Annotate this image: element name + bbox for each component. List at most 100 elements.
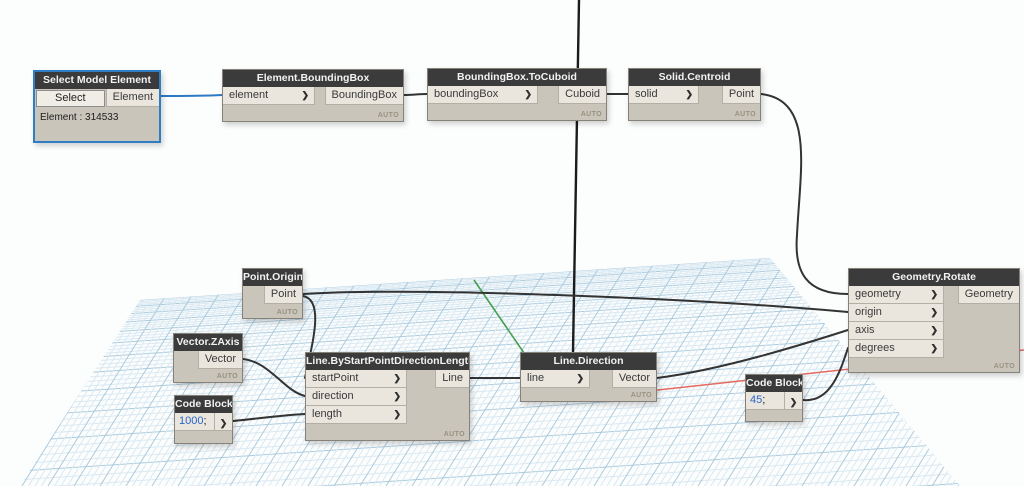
lacing-auto-label: AUTO [993,363,1015,370]
port-columns: line❯ Vector [521,370,656,388]
output-port-vector[interactable]: Vector [611,370,656,388]
node-title[interactable]: Line.ByStartPointDirectionLength [306,353,469,370]
code-input[interactable]: 45; [746,392,785,410]
wire-line-direction-to-geometry-rotate[interactable] [656,329,849,379]
wire-solid-centroid-to-geometry-rotate[interactable] [760,93,849,295]
port-chevron-icon: ❯ [524,89,532,99]
port-chevron-icon: ❯ [301,90,309,100]
node-title[interactable]: Element.BoundingBox [223,70,403,87]
code-suffix: ; [203,415,207,427]
input-port-label: length [312,408,342,420]
wire-point-origin-to-geometry-rotate[interactable] [302,290,849,313]
wire-element-boundingbox-to-boundingbox-tocuboid[interactable] [403,93,428,96]
node-title[interactable]: Geometry.Rotate [849,269,1019,286]
port-columns: element❯ BoundingBox [223,87,403,105]
outputs-column: Vector [197,351,242,369]
lacing-auto-label: AUTO [734,111,756,118]
input-port-length[interactable]: length ❯ [306,406,407,424]
lacing-auto-label: AUTO [377,112,399,119]
output-port-vector[interactable]: Vector [197,351,242,369]
port-columns: startPoint❯direction❯ length ❯ Line [306,370,469,424]
input-port-line[interactable]: line❯ [521,370,590,388]
node-title[interactable]: Point.Origin [243,269,302,286]
wire-select-model-element-to-element-boundingbox[interactable] [160,94,223,97]
node-title[interactable]: Solid.Centroid [629,69,760,86]
node-body: 1000; ❯ [175,413,232,443]
input-port-label: geometry [855,288,901,300]
node-body: 45;❯ [746,392,802,421]
input-port-solid[interactable]: solid❯ [629,86,699,104]
input-port-label: axis [855,324,875,336]
node-title[interactable]: Code Block [746,375,802,392]
input-port-startpoint[interactable]: startPoint❯ [306,370,407,388]
inputs-column: startPoint❯direction❯ length ❯ [306,370,407,424]
output-port->[interactable]: ❯ [215,413,232,431]
lacing-auto-label: AUTO [630,392,652,399]
outputs-column: Geometry [957,286,1019,304]
port-columns: boundingBox❯ Cuboid [428,86,606,104]
input-port-element[interactable]: element❯ [223,87,315,105]
select-button[interactable]: Select [36,90,105,107]
code-input[interactable]: 1000; [175,413,215,431]
code-row: 1000; ❯ [175,413,232,431]
node-title[interactable]: BoundingBox.ToCuboid [428,69,606,86]
port-chevron-icon: ❯ [219,418,228,428]
output-port-boundingbox[interactable]: BoundingBox [324,87,403,105]
output-port-point[interactable]: Point [721,86,760,104]
code-row: 45;❯ [746,392,802,410]
output-port-element[interactable]: Element [105,89,159,107]
input-port-label: degrees [855,342,895,354]
input-port-axis[interactable]: axis❯ [849,322,944,340]
input-port-direction[interactable]: direction❯ [306,388,407,406]
node-title[interactable]: Code Block [175,396,232,413]
input-port-label: line [527,372,545,384]
input-port-origin[interactable]: origin❯ [849,304,944,322]
lacing-auto-label: AUTO [580,111,602,118]
node-title[interactable]: Line.Direction [521,353,656,370]
outputs-column: Line [435,370,469,388]
output-port-line[interactable]: Line [435,370,469,388]
output-port-geometry[interactable]: Geometry [957,286,1019,304]
port-chevron-icon: ❯ [393,409,401,419]
input-port-degrees[interactable]: degrees ❯ [849,340,944,358]
port-chevron-icon: ❯ [930,343,938,353]
output-port-point[interactable]: Point [263,286,302,304]
input-port-label: direction [312,390,354,402]
node-title[interactable]: Vector.ZAxis [174,334,242,351]
inputs-column: solid❯ [629,86,699,104]
wire-vector-zaxis-to-line-bystartpointdirectionlength[interactable] [242,358,306,397]
port-columns: Vector [174,351,242,369]
output-port->[interactable]: ❯ [785,392,802,410]
code-number: 1000 [179,415,204,427]
node-title[interactable]: Select Model Element [35,72,159,89]
output-port-cuboid[interactable]: Cuboid [558,86,606,104]
wire-code-block-1000-to-line-bystartpointdirectionlength[interactable] [232,413,306,422]
input-port-label: solid [635,88,658,100]
lacing-auto-label: AUTO [443,431,465,438]
outputs-column: BoundingBox [324,87,403,105]
input-port-boundingbox[interactable]: boundingBox❯ [428,86,538,104]
outputs-column: Point [263,286,302,304]
lacing-auto-label: AUTO [276,309,298,316]
wire-code-block-45-to-geometry-rotate[interactable] [802,347,849,402]
input-port-geometry[interactable]: geometry❯ [849,286,944,304]
